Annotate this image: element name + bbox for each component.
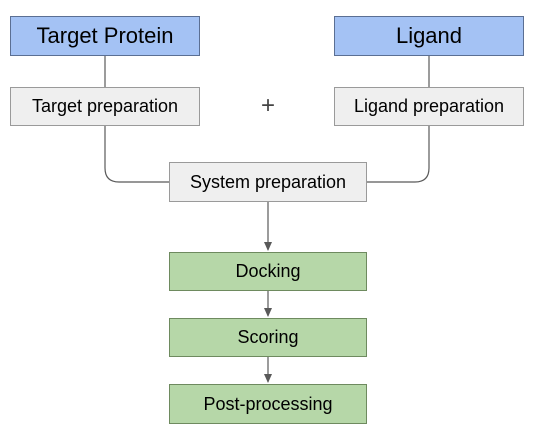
docking-box: Docking (169, 252, 367, 291)
scoring-box: Scoring (169, 318, 367, 357)
ligand-box: Ligand (334, 16, 524, 56)
post-processing-box: Post-processing (169, 384, 367, 424)
ligand-preparation-box: Ligand preparation (334, 87, 524, 126)
target-protein-label: Target Protein (36, 23, 174, 48)
ligand-label: Ligand (395, 23, 463, 48)
scoring-label: Scoring (237, 327, 299, 347)
system-preparation-box: System preparation (169, 162, 367, 202)
connector-ligand-prep-to-system (367, 126, 430, 183)
ligand-preparation-label: Ligand preparation (353, 96, 505, 116)
plus-sign: + (261, 92, 276, 119)
system-preparation-label: System preparation (189, 171, 347, 192)
target-preparation-label: Target preparation (31, 96, 179, 116)
post-processing-label: Post-processing (203, 393, 333, 414)
connector-target-prep-to-system (104, 126, 169, 183)
docking-label: Docking (235, 261, 301, 281)
target-preparation-box: Target preparation (10, 87, 200, 126)
target-protein-box: Target Protein (10, 16, 200, 56)
